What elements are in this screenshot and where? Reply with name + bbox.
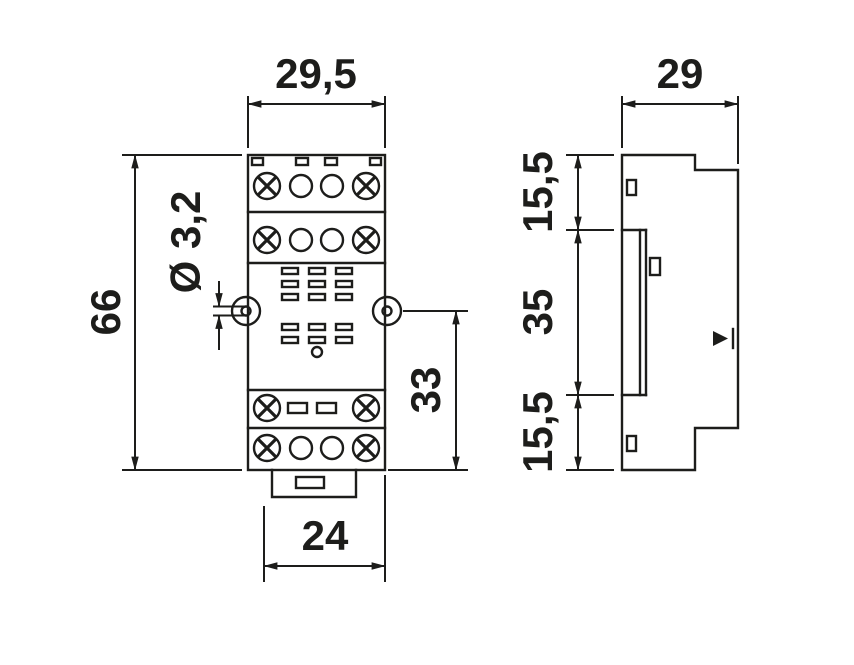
front-body-outline [246,153,387,472]
side-body-outline [620,153,740,472]
dim-front-lower-height-label: 33 [402,367,449,414]
mounting-hole [381,305,393,317]
dim-front-bottom-width-label: 24 [302,512,349,559]
screw-terminal-icon [252,171,282,201]
side-slot [648,256,662,277]
bottom-tab [270,468,358,499]
terminal-row-3 [252,393,381,423]
din-clip-arrow-icon [713,331,728,346]
contact-slots [280,266,354,345]
center-hole [310,345,324,359]
terminal-row-4 [252,433,381,463]
terminal-row-1 [252,171,381,201]
side-slot [625,178,638,197]
front-view [230,153,403,499]
dim-side-middle-label: 35 [514,289,561,336]
dim-front-bottom-width: 24 [263,475,386,582]
dim-side-bottom-label: 15,5 [514,391,561,473]
top-notches [250,156,383,167]
dim-mounting-hole: Ø 3,2 [162,191,247,350]
mounting-ear-right [371,295,403,327]
mounting-ear-left [230,295,262,327]
side-view [620,153,740,472]
dim-mounting-hole-label: Ø 3,2 [162,191,209,294]
dimensions: 29,5 66 Ø 3,2 33 24 [82,50,739,582]
screw-terminal-icon [351,225,381,255]
terminal-row-2 [252,225,381,255]
dim-front-lower-height: 33 [388,310,468,471]
screw-terminal-icon [252,225,282,255]
dim-front-width: 29,5 [247,50,386,148]
dim-side-width: 29 [621,50,739,164]
bottom-tab-slot [294,475,326,490]
dim-front-height: 66 [82,154,242,471]
dim-front-width-label: 29,5 [275,50,357,97]
screw-terminal-icon [252,393,282,423]
screw-terminal-icon [351,393,381,423]
screw-terminal-icon [252,433,282,463]
screw-terminal-icon [351,171,381,201]
dim-side-top-label: 15,5 [514,151,561,233]
dim-front-height-label: 66 [82,289,129,336]
dim-side-chain: 15,5 35 15,5 [514,151,614,473]
dim-side-width-label: 29 [657,50,704,97]
screw-terminal-icon [351,433,381,463]
side-slot [625,434,638,453]
